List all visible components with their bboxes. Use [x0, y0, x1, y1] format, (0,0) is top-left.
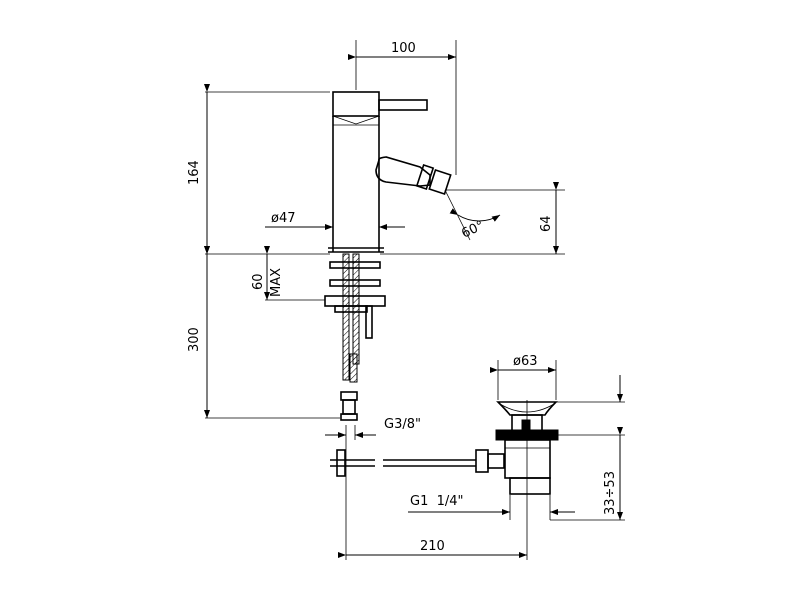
waste-diameter-label: ø63 — [513, 354, 538, 369]
popup-rod — [330, 449, 476, 477]
height-label: 164 — [187, 160, 202, 185]
faucet-body — [328, 91, 452, 253]
dimension-lines — [204, 54, 623, 558]
hose-length-label: 300 — [187, 327, 202, 352]
waste-fitting — [475, 401, 559, 495]
connection-label: G3/8" — [384, 417, 421, 432]
extension-lines — [205, 40, 625, 560]
max-value-label: 60 — [251, 273, 266, 290]
waste-range-label: 33÷53 — [603, 471, 618, 515]
waste-thread-label: G1 1/4" — [410, 494, 464, 509]
angle-label: 60° — [459, 218, 486, 241]
body-diameter-label: ø47 — [271, 211, 296, 226]
supply-hoses — [324, 253, 386, 421]
dimension-labels: 100 164 ø47 60 MAX 300 G3/8" 60° 64 ø63 … — [187, 41, 618, 554]
max-text-label: MAX — [269, 268, 284, 297]
outlet-height-label: 64 — [539, 215, 554, 232]
reach-label: 100 — [391, 41, 416, 56]
spacing-label: 210 — [420, 539, 445, 554]
